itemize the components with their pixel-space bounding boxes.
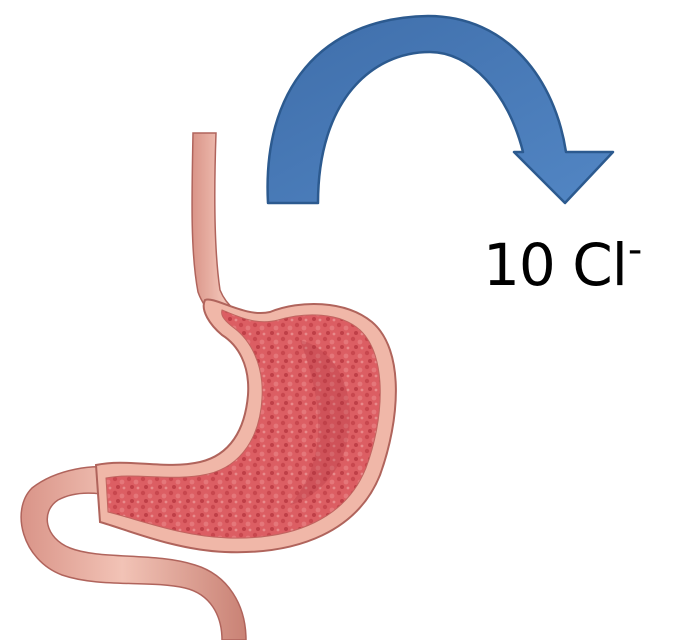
stomach-illustration xyxy=(21,133,396,640)
curved-arrow-icon xyxy=(268,16,613,203)
chloride-ion-label: 10 Cl- xyxy=(483,236,641,294)
ion-symbol: Cl xyxy=(572,231,627,299)
ion-count: 10 xyxy=(483,231,555,299)
ion-charge: - xyxy=(628,227,641,273)
